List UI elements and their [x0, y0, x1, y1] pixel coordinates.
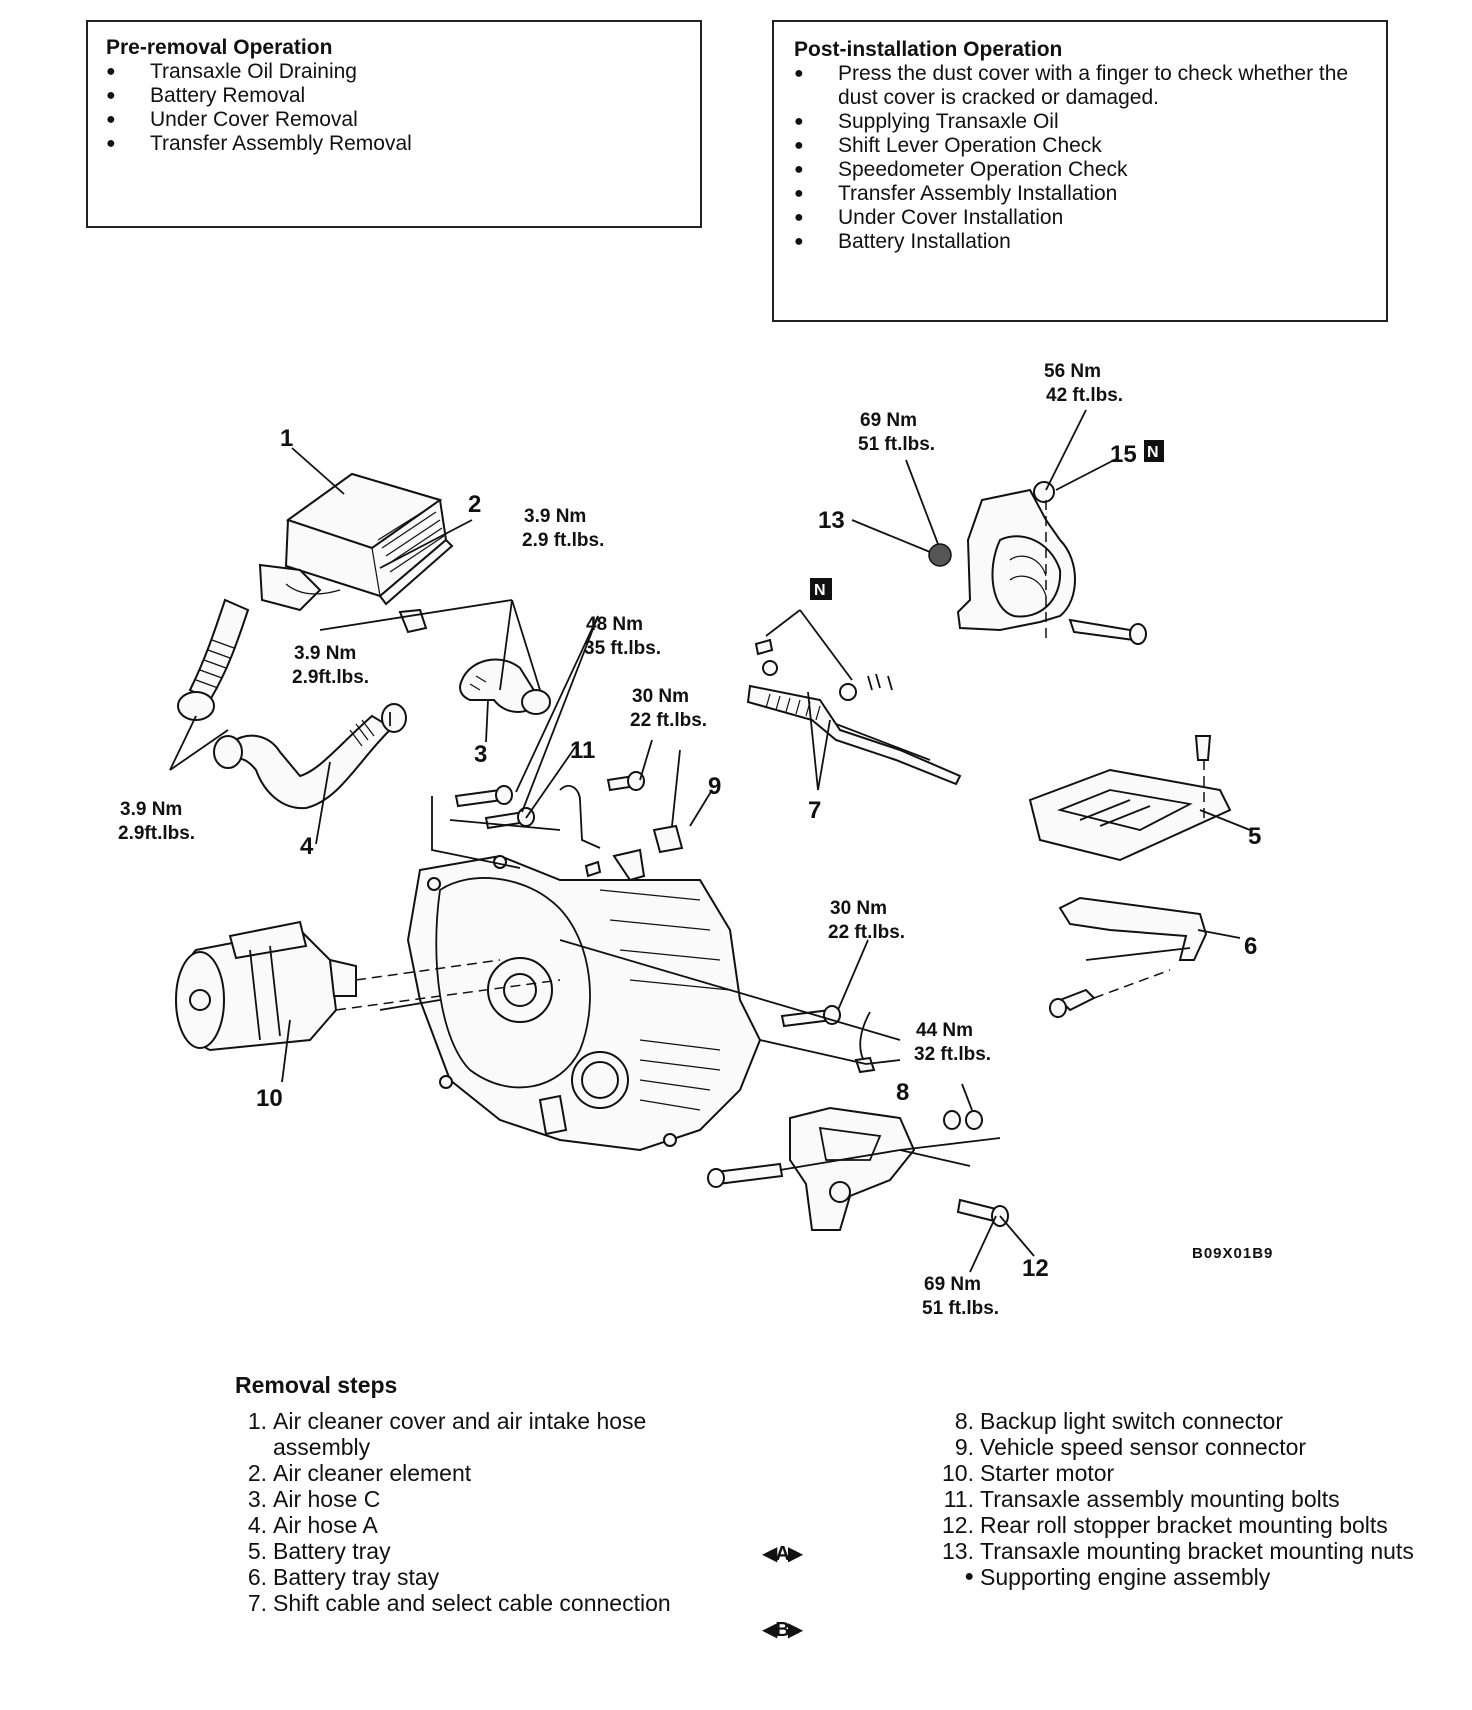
- list-item: Speedometer Operation Check: [794, 158, 1366, 182]
- torque-ft: 32 ft.lbs.: [914, 1044, 991, 1065]
- shift-cable-assembly: [746, 638, 962, 786]
- list-item: 8.Backup light switch connector: [954, 1408, 1283, 1434]
- transaxle-mount-bracket: [928, 481, 1147, 645]
- removal-steps-left: 1.Air cleaner cover and air intake hose …: [235, 1408, 715, 1616]
- transaxle-assembly: [406, 854, 762, 1152]
- list-item: Supplying Transaxle Oil: [794, 110, 1366, 134]
- part-number-6: 6: [1244, 933, 1257, 960]
- list-item: Under Cover Installation: [794, 206, 1366, 230]
- torque-nm: 3.9 Nm: [524, 506, 586, 527]
- list-item: 4.Air hose A: [247, 1512, 378, 1538]
- torque-ft: 42 ft.lbs.: [1046, 385, 1123, 406]
- list-item: ●Supporting engine assembly: [964, 1564, 1271, 1590]
- part-number-7: 7: [808, 797, 821, 824]
- list-item: Battery Removal: [106, 84, 682, 108]
- part-number-15: 15: [1110, 441, 1137, 468]
- svg-text:N: N: [1147, 444, 1159, 461]
- part-number-12: 12: [1022, 1255, 1049, 1282]
- starter-motor: [175, 920, 357, 1052]
- torque-ft: 2.9ft.lbs.: [292, 667, 369, 688]
- wiring-harness: [559, 785, 601, 849]
- list-item: 2.Air cleaner element: [247, 1460, 472, 1486]
- guide-lines: [335, 796, 1001, 1171]
- battery-tray-stay: [1049, 896, 1208, 1018]
- part-number-2: 2: [468, 491, 481, 518]
- torque-nm: 48 Nm: [586, 614, 643, 635]
- rear-roll-stopper-bracket: [707, 1106, 1009, 1231]
- part-number-8: 8: [896, 1079, 909, 1106]
- air-hose-a: [213, 703, 407, 810]
- part-number-13: 13: [818, 507, 845, 534]
- torque-nm: 3.9 Nm: [120, 799, 182, 820]
- list-item: 12.Rear roll stopper bracket mounting bo…: [942, 1512, 1388, 1538]
- torque-ft: 35 ft.lbs.: [584, 638, 661, 659]
- torque-ft: 22 ft.lbs.: [630, 710, 707, 731]
- list-item: 5.Battery tray: [247, 1538, 391, 1564]
- post-installation-box: Post-installation Operation Press the du…: [772, 20, 1388, 322]
- pre-removal-box: Pre-removal Operation Transaxle Oil Drai…: [86, 20, 702, 228]
- torque-ft: 2.9ft.lbs.: [118, 823, 195, 844]
- torque-nm: 69 Nm: [924, 1274, 981, 1295]
- air-cleaner-assembly: [177, 472, 454, 721]
- marker-a: ◀A▶: [762, 1543, 803, 1565]
- torque-ft: 2.9 ft.lbs.: [522, 530, 604, 551]
- torque-ft: 51 ft.lbs.: [922, 1298, 999, 1319]
- list-item: 6.Battery tray stay: [247, 1564, 440, 1590]
- part-number-5: 5: [1248, 823, 1261, 850]
- n-badge: N: [810, 578, 832, 600]
- removal-steps-title: Removal steps: [235, 1372, 398, 1398]
- list-item: Battery Installation: [794, 230, 1366, 254]
- torque-nm: 3.9 Nm: [294, 643, 356, 664]
- list-item: 7.Shift cable and select cable connectio…: [247, 1590, 671, 1616]
- svg-text:N: N: [814, 582, 826, 599]
- list-item: 1.Air cleaner cover and air intake hose …: [247, 1408, 647, 1460]
- list-item: 11.Transaxle assembly mounting bolts: [943, 1486, 1340, 1512]
- part-number-3: 3: [474, 741, 487, 768]
- battery-tray: [1028, 735, 1232, 862]
- list-item: 10.Starter motor: [942, 1460, 1115, 1486]
- part-number-1: 1: [280, 425, 293, 452]
- air-hose-c: [459, 658, 551, 715]
- list-item: 3.Air hose C: [247, 1486, 381, 1512]
- post-installation-title: Post-installation Operation: [794, 38, 1063, 61]
- marker-b: ◀B▶: [762, 1619, 803, 1641]
- pre-removal-list: Transaxle Oil Draining Battery Removal U…: [106, 60, 682, 156]
- pre-removal-title: Pre-removal Operation: [106, 36, 333, 59]
- part-number-4: 4: [300, 833, 314, 860]
- exploded-diagram: 56 Nm 42 ft.lbs. 69 Nm 51 ft.lbs. 3.9 Nm…: [118, 361, 1273, 1319]
- torque-nm: 69 Nm: [860, 410, 917, 431]
- figure-code: B09X01B9: [1192, 1245, 1273, 1262]
- torque-nm: 56 Nm: [1044, 361, 1101, 382]
- backup-light-switch-connector: [854, 1011, 876, 1074]
- list-item: Shift Lever Operation Check: [794, 134, 1366, 158]
- part-number-11: 11: [570, 737, 595, 764]
- list-item: Transaxle Oil Draining: [106, 60, 682, 84]
- part-number-9: 9: [708, 773, 721, 800]
- leader-lines: [169, 409, 1251, 1273]
- vehicle-speed-sensor-connector: [652, 749, 684, 854]
- removal-steps-right: 8.Backup light switch connector 9.Vehicl…: [930, 1408, 1430, 1590]
- part-number-10: 10: [256, 1085, 283, 1112]
- list-item: 13.Transaxle mounting bracket mounting n…: [942, 1538, 1414, 1564]
- list-item: Transfer Assembly Installation: [794, 182, 1366, 206]
- list-item: Transfer Assembly Removal: [106, 132, 682, 156]
- torque-nm: 44 Nm: [916, 1020, 973, 1041]
- torque-nm: 30 Nm: [830, 898, 887, 919]
- post-installation-list: Press the dust cover with a finger to ch…: [794, 62, 1366, 254]
- n-badge: N: [1144, 440, 1164, 462]
- list-item: Under Cover Removal: [106, 108, 682, 132]
- list-item: Press the dust cover with a finger to ch…: [794, 62, 1366, 110]
- torque-ft: 22 ft.lbs.: [828, 922, 905, 943]
- list-item: 9.Vehicle speed sensor connector: [954, 1434, 1307, 1460]
- torque-nm: 30 Nm: [632, 686, 689, 707]
- torque-ft: 51 ft.lbs.: [858, 434, 935, 455]
